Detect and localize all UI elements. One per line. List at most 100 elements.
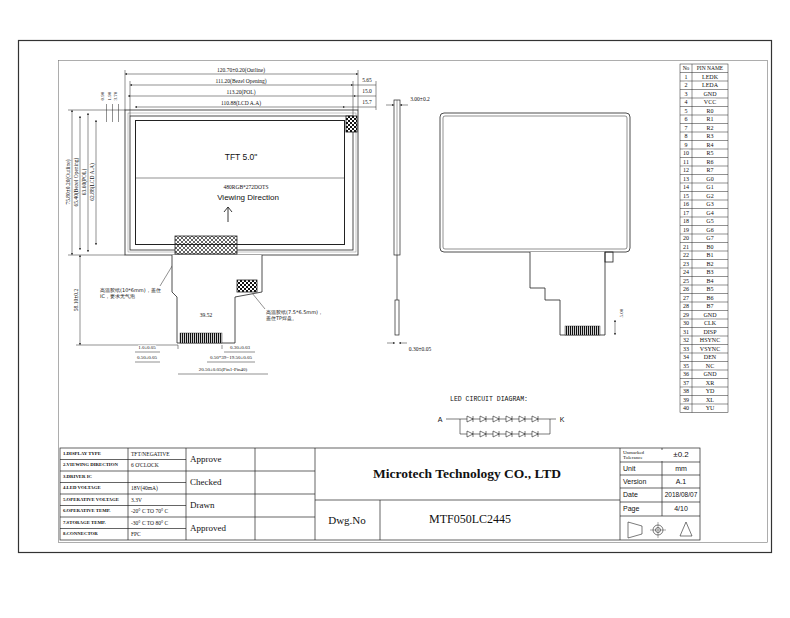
dimension-lines [345, 107, 376, 108]
pin-name: B3 [706, 269, 713, 276]
dimension-lines [118, 104, 119, 122]
dimension: 58.10±0.2 [72, 289, 78, 311]
pin-name: CLK [704, 320, 716, 327]
pin-number: 16 [683, 201, 689, 208]
note: 高温胶纸(10*6mm)，盖住IC，要求无气泡 [100, 288, 166, 299]
diode-symbol [506, 431, 512, 437]
title-block [60, 459, 186, 460]
pin-number: 31 [683, 328, 689, 335]
title-block [186, 471, 315, 472]
dimension: 63.60(POL) [81, 169, 87, 195]
diode-symbol [467, 416, 473, 422]
spec-field: 3.DRIVER IC [63, 474, 92, 479]
pin-name: G4 [706, 209, 713, 216]
dimension: 15.7 [362, 99, 372, 105]
title-block [186, 494, 315, 495]
pin-number: 23 [683, 260, 689, 267]
title-value: mm [675, 465, 687, 473]
dimension: 0.50*39=19.50±0.05 [210, 355, 252, 361]
frame [19, 41, 772, 553]
title-block [315, 500, 620, 501]
spec-value: -30° C TO 80° C [131, 520, 168, 526]
perspective-view [440, 113, 630, 335]
dimension-lines [207, 362, 255, 363]
diode-symbol [480, 431, 486, 437]
perspective-view [605, 252, 613, 262]
pin-table-rule [692, 64, 693, 413]
spec-field: 4.LED VOLTAGE [63, 486, 101, 491]
dimension-lines [222, 345, 223, 349]
display-area: TFT 5.0"480RGB*272DOTSViewing Direction [135, 120, 345, 245]
diode-symbol [467, 431, 473, 437]
dimension-lines [125, 74, 358, 75]
pin-name: R4 [706, 141, 713, 148]
dimension-lines [252, 293, 265, 309]
dimension-lines [178, 374, 268, 375]
dimension-lines [130, 85, 353, 86]
diode-symbol [512, 416, 513, 422]
dimension: 39.52 [200, 312, 212, 318]
pin-number: 26 [683, 286, 689, 293]
title-block [60, 517, 186, 518]
dimension: 0.90 [100, 92, 106, 101]
pin-name: G3 [706, 201, 713, 208]
pin-name: R1 [706, 116, 713, 123]
pin-number: 38 [683, 388, 689, 395]
side-view [394, 100, 400, 255]
dimension: 75.80±0.20(Outline) [64, 159, 70, 204]
pin-number: 1 [685, 73, 688, 80]
dimension: 15.0 [362, 88, 372, 94]
spec-field: 6.OPERATIVE TEMP. [63, 509, 111, 514]
pin-number: 13 [683, 175, 689, 182]
title-block [620, 475, 700, 476]
title-field: Unit [623, 465, 635, 473]
side-view [397, 100, 398, 255]
pin-number: 25 [683, 277, 689, 284]
pin-name: B6 [706, 294, 713, 301]
diode-symbol [538, 431, 539, 437]
led-circuit [446, 416, 556, 437]
pin-name: G1 [706, 184, 713, 191]
pin-number: 33 [683, 345, 689, 352]
spec-value: 3.3V [131, 497, 142, 503]
title-block [620, 462, 700, 463]
dimension-lines [135, 107, 345, 108]
pin-name: B0 [706, 243, 713, 250]
title-block [650, 522, 666, 538]
dimension-lines [130, 81, 131, 116]
dimension-lines [76, 345, 178, 346]
side-view [386, 105, 394, 106]
front-view [224, 207, 232, 222]
front-view [125, 110, 358, 255]
title-block [620, 516, 700, 517]
dimension-lines [358, 70, 359, 110]
pin-number: 32 [683, 337, 689, 344]
fpc [180, 333, 222, 343]
dimension-lines [353, 85, 376, 86]
pin-number: 6 [685, 116, 688, 123]
pin-table [680, 64, 728, 413]
title-block [60, 448, 700, 540]
side-view [397, 255, 398, 300]
title-value: 2018/08/07 [665, 491, 698, 498]
diode-symbol [480, 416, 486, 422]
side-view [400, 105, 408, 106]
panel-size: TFT 5.0" [225, 153, 258, 162]
dimension-lines [68, 110, 125, 111]
spec-value: TFT/NEGATIVE [131, 451, 170, 457]
dimension-lines [356, 96, 376, 97]
pin-name: R5 [706, 150, 713, 157]
pin-name: G7 [706, 235, 713, 242]
dimension: 120.70±0.20(Outline) [217, 66, 265, 72]
pin-number: 5 [685, 107, 688, 114]
dimension: 113.20(POL) [227, 88, 256, 94]
dimension-lines [96, 120, 97, 245]
drawing-number: MTF050LC2445 [429, 513, 511, 526]
pin-number: 28 [683, 303, 689, 310]
perspective-view [440, 113, 630, 252]
dimension: 1.90 [107, 92, 113, 101]
pin-number: 3 [685, 90, 688, 97]
title-value: ±0.2 [673, 451, 689, 460]
title-block [186, 517, 315, 518]
